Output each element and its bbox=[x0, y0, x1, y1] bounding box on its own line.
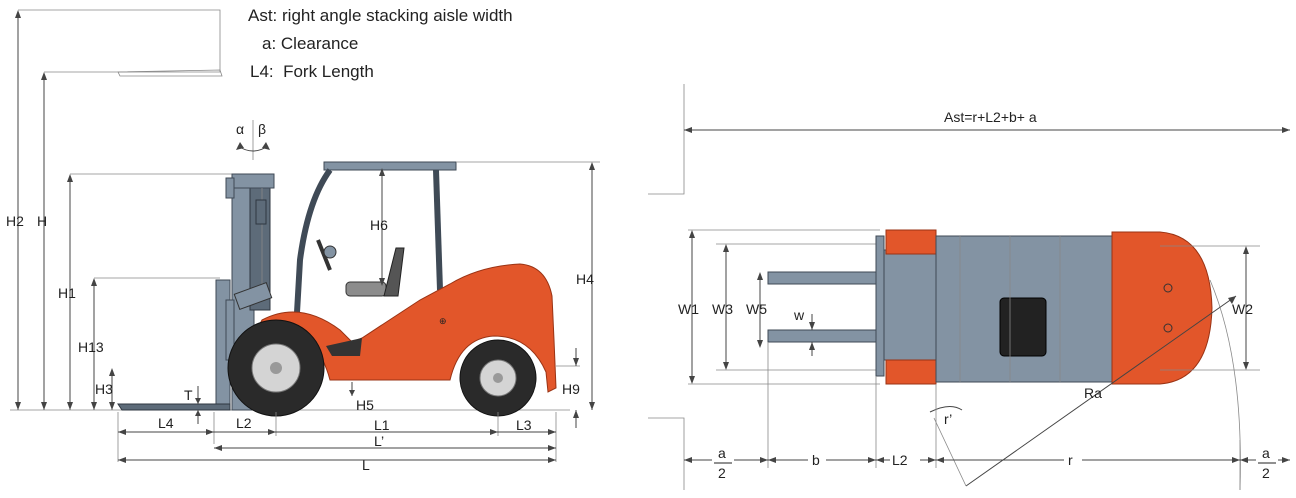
label-h5: H5 bbox=[356, 397, 374, 413]
label-t: T bbox=[184, 387, 193, 403]
dim-h3 bbox=[109, 368, 115, 410]
label-a-den-right: 2 bbox=[1262, 465, 1270, 481]
label-w1: W1 bbox=[678, 301, 699, 317]
dim-h4 bbox=[456, 161, 600, 410]
dim-t bbox=[195, 386, 201, 424]
label-w2: W2 bbox=[1232, 301, 1253, 317]
label-b-bg bbox=[808, 450, 826, 468]
label-ast-formula: Ast=r+L2+b+ a bbox=[944, 109, 1037, 125]
label-l3: L3 bbox=[516, 417, 532, 433]
label-w: w bbox=[793, 307, 805, 323]
label-w5: W5 bbox=[746, 301, 767, 317]
dim-h bbox=[41, 72, 47, 410]
label-h: H bbox=[37, 213, 47, 229]
dim-h2 bbox=[15, 10, 21, 410]
label-ra: Ra bbox=[1084, 385, 1102, 401]
label-w3: W3 bbox=[712, 301, 733, 317]
overhead-guard bbox=[293, 161, 457, 331]
forklift-body: ⊕ bbox=[251, 263, 557, 393]
dim-w5 bbox=[757, 272, 763, 348]
forks-top-view bbox=[767, 271, 881, 343]
legend-fork-length: L4: Fork Length bbox=[250, 62, 374, 81]
aisle-wall-top bbox=[648, 84, 685, 195]
front-wheel bbox=[227, 319, 325, 417]
dim-h1 bbox=[67, 173, 236, 410]
side-view: H2 H H1 H13 bbox=[6, 9, 600, 473]
label-l2-bg bbox=[890, 450, 920, 468]
legend-clearance: a: Clearance bbox=[262, 34, 359, 53]
frac-bg-left bbox=[712, 446, 734, 482]
raised-fork-outline bbox=[18, 9, 223, 77]
dim-w1 bbox=[688, 229, 880, 385]
label-h9: H9 bbox=[562, 381, 580, 397]
label-beta: β bbox=[258, 121, 266, 137]
svg-text:⊕: ⊕ bbox=[439, 316, 447, 326]
dim-h13 bbox=[91, 277, 220, 410]
label-h13: H13 bbox=[78, 339, 104, 355]
label-l: L bbox=[362, 457, 370, 473]
label-h3: H3 bbox=[95, 381, 113, 397]
label-r-prime: r’ bbox=[944, 411, 952, 427]
label-l2-top: L2 bbox=[892, 452, 908, 468]
label-r-bg bbox=[1064, 450, 1082, 468]
dim-ast bbox=[684, 127, 1290, 133]
aisle-wall-bottom bbox=[648, 417, 685, 490]
dim-h9 bbox=[556, 348, 580, 428]
label-b: b bbox=[812, 452, 820, 468]
label-l1: L1 bbox=[374, 417, 390, 433]
tilt-angle-indicator bbox=[236, 120, 270, 160]
label-h2: H2 bbox=[6, 213, 24, 229]
carriage-and-forks bbox=[117, 279, 235, 411]
dim-bottom-row bbox=[684, 342, 1290, 490]
label-h1: H1 bbox=[58, 285, 76, 301]
dim-w3 bbox=[716, 243, 880, 371]
label-a-num-right: a bbox=[1262, 445, 1270, 461]
label-alpha: α bbox=[236, 121, 244, 137]
legend-ast: Ast: right angle stacking aisle width bbox=[248, 6, 513, 25]
label-l-prime: L’ bbox=[374, 433, 384, 449]
dim-h5 bbox=[349, 382, 355, 396]
label-h4: H4 bbox=[576, 271, 594, 287]
rear-wheel bbox=[459, 339, 537, 417]
frac-bg-right bbox=[1256, 446, 1278, 482]
operator-area bbox=[233, 239, 405, 310]
dim-w2 bbox=[1160, 245, 1260, 371]
truck-top-view bbox=[875, 229, 1213, 385]
label-r: r bbox=[1068, 452, 1073, 468]
top-view: Ast=r+L2+b+ a W1 W3 bbox=[648, 84, 1290, 491]
dim-w bbox=[809, 314, 815, 356]
label-l2: L2 bbox=[236, 415, 252, 431]
dim-h6 bbox=[379, 168, 385, 286]
label-l4: L4 bbox=[158, 415, 174, 431]
label-h6: H6 bbox=[370, 217, 388, 233]
label-a-den-left: 2 bbox=[718, 465, 726, 481]
label-a-num-left: a bbox=[718, 445, 726, 461]
dim-row-1 bbox=[117, 412, 557, 463]
